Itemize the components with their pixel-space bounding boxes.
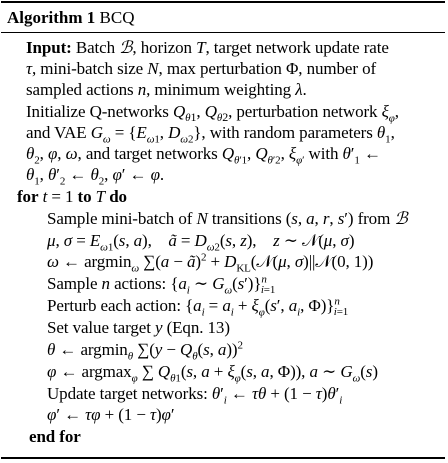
- algo-line-sample-actions: Sample n actions: {ai ∼ Gω(s′)}ni=1: [47, 273, 276, 297]
- algo-line-vae-forward: μ, σ = Eω1(s, a), ã = Dω2(s, z), z ∼ 𝒩(μ…: [47, 231, 355, 254]
- algo-line-end-for: end for: [29, 427, 81, 446]
- algo-line-init-2: and VAE Gω = {Eω1, Dω2}, with random par…: [26, 123, 395, 146]
- algo-line-init-1: Initialize Q-networks Qθ1, Qθ2, perturba…: [26, 102, 399, 125]
- algo-line-input-2: τ, mini-batch size N, max perturbation Φ…: [26, 59, 377, 78]
- algo-line-init-4: θ1, θ′2 ← θ2, φ′ ← φ.: [26, 165, 165, 188]
- algo-line-target-update-1: Update target networks: θ′i ← τθ + (1 − …: [47, 384, 343, 407]
- algo-line-actor-update: φ ← argmaxφ ∑ Qθ1(s, a + ξφ(s, a, Φ)), a…: [47, 362, 378, 385]
- algorithm-label: Algorithm 1: [7, 8, 96, 27]
- algo-line-target-update-2: φ′ ← τφ + (1 − τ)φ′: [47, 405, 175, 424]
- title-rule: [1, 32, 445, 33]
- algo-line-critic-update: θ ← argminθ ∑(y − Qθ(s, a))2: [47, 339, 243, 363]
- algo-line-sample-batch: Sample mini-batch of N transitions (s, a…: [47, 209, 408, 228]
- algo-line-for: for t = 1 to T do: [17, 187, 127, 206]
- algorithm-name: BCQ: [99, 8, 135, 27]
- algo-line-value-target: Set value target y (Eqn. 13): [47, 318, 230, 337]
- algo-line-perturb: Perturb each action: {ai = ai + ξφ(s′, a…: [47, 295, 349, 319]
- algo-line-input: Input: Batch ℬ, horizon T, target networ…: [26, 38, 389, 57]
- algo-line-input-3: sampled actions n, minimum weighting λ.: [26, 80, 307, 99]
- algorithm-title: Algorithm 1 BCQ: [7, 8, 135, 28]
- top-rule: [1, 1, 445, 3]
- algo-line-vae-update: ω ← argminω ∑(a − ã)2 + DKL(𝒩(μ, σ)||𝒩(0…: [47, 251, 374, 275]
- bottom-rule: [1, 457, 445, 459]
- algo-line-init-3: θ2, φ, ω, and target networks Qθ′1, Qθ′2…: [26, 144, 381, 167]
